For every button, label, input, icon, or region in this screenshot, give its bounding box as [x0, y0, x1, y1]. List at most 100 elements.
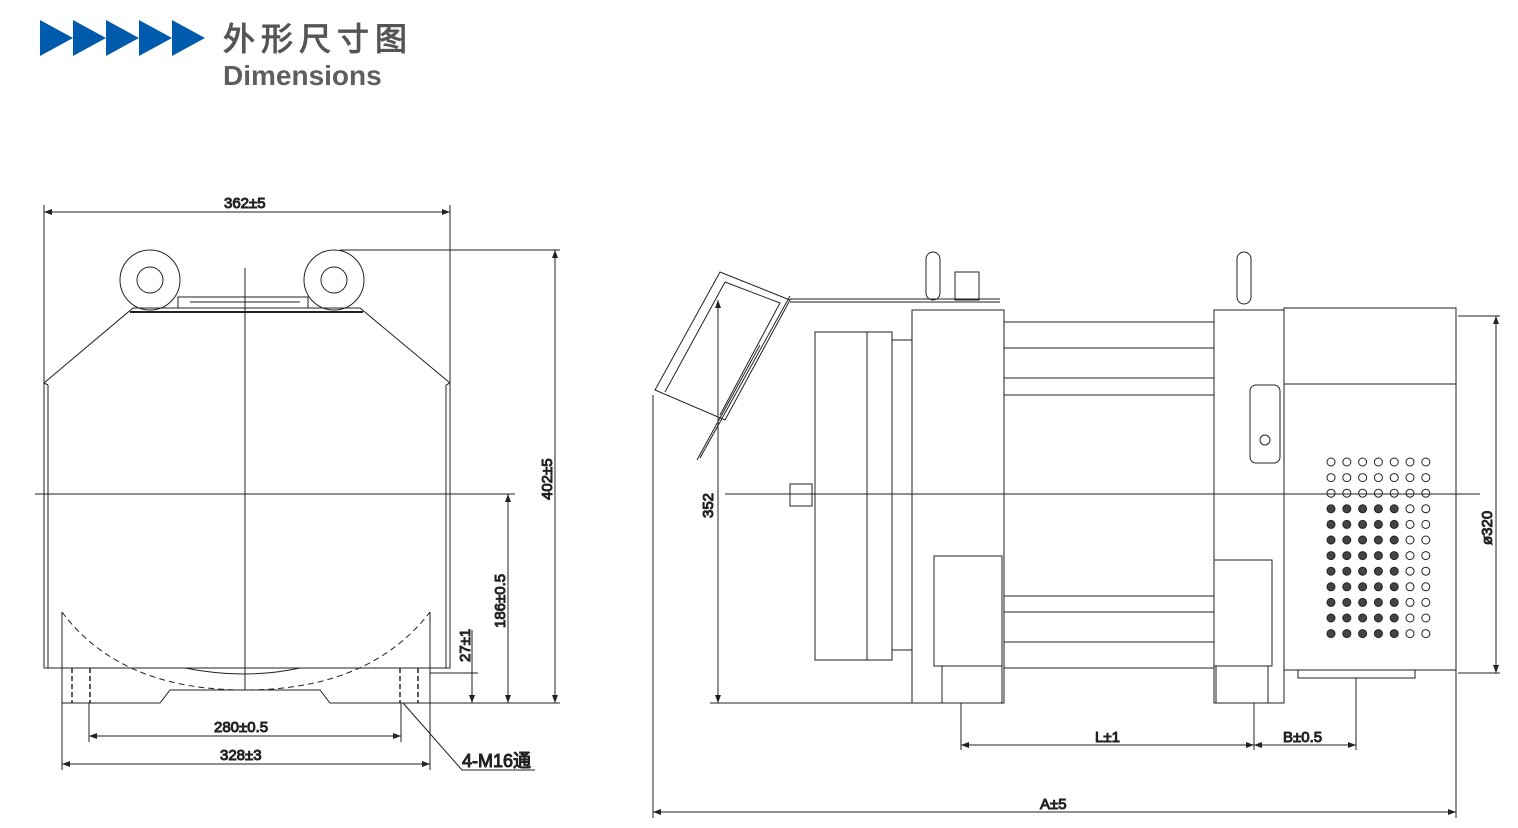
vent-hole: [1373, 566, 1383, 576]
vent-hole: [1389, 629, 1399, 639]
vent-hole: [1405, 535, 1415, 545]
vent-hole: [1326, 613, 1336, 623]
vent-hole: [1326, 473, 1336, 483]
header-arrows-icon: [40, 20, 205, 56]
vent-hole: [1373, 519, 1383, 529]
vent-hole: [1326, 551, 1336, 561]
vent-hole: [1373, 473, 1383, 483]
vent-hole: [1373, 457, 1383, 467]
vent-hole: [1358, 519, 1368, 529]
dim-foot-height: 27±1: [457, 629, 474, 662]
vent-hole: [1373, 629, 1383, 639]
page-title-cn: 外形尺寸图: [223, 20, 414, 58]
vent-hole: [1389, 488, 1399, 498]
vent-hole: [1326, 457, 1336, 467]
vent-hole: [1358, 488, 1368, 498]
vent-hole: [1358, 597, 1368, 607]
vent-hole: [1421, 597, 1431, 607]
vent-hole: [1389, 597, 1399, 607]
vent-hole: [1389, 457, 1399, 467]
vent-hole: [1405, 613, 1415, 623]
dim-length-l: L±1: [1095, 729, 1120, 746]
vent-hole: [1405, 566, 1415, 576]
vent-hole: [1342, 613, 1352, 623]
vent-hole: [1326, 504, 1336, 514]
vent-hole: [1373, 551, 1383, 561]
dim-height-overall: 402±5: [539, 458, 556, 500]
vent-hole: [1358, 504, 1368, 514]
vent-hole: [1421, 613, 1431, 623]
vent-hole: [1389, 613, 1399, 623]
vent-hole: [1358, 535, 1368, 545]
vent-hole: [1342, 597, 1352, 607]
vent-hole: [1405, 519, 1415, 529]
vent-hole: [1358, 473, 1368, 483]
vent-hole: [1405, 473, 1415, 483]
vent-hole: [1326, 535, 1336, 545]
bolt-note: 4-M16通: [462, 751, 531, 771]
vent-hole: [1421, 551, 1431, 561]
vent-hole: [1389, 535, 1399, 545]
vent-hole: [1342, 629, 1352, 639]
vent-hole: [1389, 519, 1399, 529]
dim-side-height: 352: [700, 493, 717, 518]
vent-hole: [1405, 597, 1415, 607]
vent-hole: [1373, 488, 1383, 498]
vent-hole: [1405, 629, 1415, 639]
vent-hole: [1405, 551, 1415, 561]
vent-hole: [1405, 457, 1415, 467]
vent-hole: [1405, 488, 1415, 498]
vent-hole: [1421, 582, 1431, 592]
vent-hole: [1389, 551, 1399, 561]
vent-hole: [1421, 629, 1431, 639]
vent-hole: [1326, 488, 1336, 498]
vent-hole: [1421, 457, 1431, 467]
vent-hole: [1326, 629, 1336, 639]
vent-hole: [1373, 613, 1383, 623]
vent-hole: [1373, 597, 1383, 607]
vent-hole: [1358, 551, 1368, 561]
vent-hole: [1373, 535, 1383, 545]
page-title-en: Dimensions: [223, 60, 382, 91]
vent-hole: [1342, 582, 1352, 592]
vent-hole: [1421, 488, 1431, 498]
vent-hole: [1373, 582, 1383, 592]
vent-hole: [1358, 629, 1368, 639]
dim-diameter: ø320: [1479, 511, 1496, 545]
vent-hole: [1342, 504, 1352, 514]
dim-length-b: B±0.5: [1283, 729, 1322, 746]
vent-hole: [1405, 504, 1415, 514]
vent-hole: [1421, 473, 1431, 483]
vent-hole: [1421, 566, 1431, 576]
vent-hole: [1421, 519, 1431, 529]
vent-hole: [1389, 582, 1399, 592]
vent-hole: [1342, 488, 1352, 498]
dim-width-overall: 362±5: [224, 195, 266, 212]
vent-hole: [1358, 457, 1368, 467]
vent-hole: [1358, 613, 1368, 623]
dim-center-height: 186±0.5: [492, 574, 509, 628]
vent-hole: [1389, 504, 1399, 514]
vent-hole: [1421, 504, 1431, 514]
vent-hole: [1342, 519, 1352, 529]
vent-hole: [1389, 566, 1399, 576]
vent-hole: [1389, 473, 1399, 483]
front-view: [35, 205, 560, 771]
side-view: [652, 251, 1500, 818]
vent-hole: [1326, 566, 1336, 576]
vent-hole: [1342, 551, 1352, 561]
vent-hole: [1358, 566, 1368, 576]
vent-hole: [1358, 582, 1368, 592]
vent-hole: [1373, 504, 1383, 514]
vent-hole: [1405, 582, 1415, 592]
dim-hole-spacing: 280±0.5: [214, 719, 268, 736]
vent-hole: [1342, 535, 1352, 545]
vent-hole: [1326, 519, 1336, 529]
vent-hole: [1421, 535, 1431, 545]
vent-hole: [1342, 457, 1352, 467]
dim-base-width: 328±3: [220, 747, 262, 764]
dim-length-a: A±5: [1040, 796, 1067, 813]
vent-hole: [1326, 582, 1336, 592]
vent-hole: [1342, 566, 1352, 576]
